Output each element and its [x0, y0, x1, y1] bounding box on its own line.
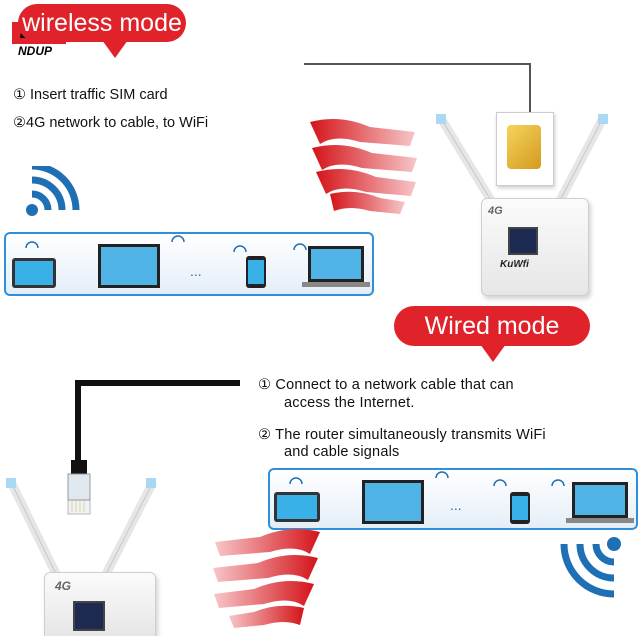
router-brand: KuWfi: [500, 259, 529, 270]
signal-waves-icon: [213, 528, 320, 628]
wired-step-2-line-2: and cable signals: [284, 444, 400, 460]
sim-chip-icon: [507, 125, 541, 169]
sim-card: [496, 112, 554, 186]
router-antennas-top: [436, 114, 608, 217]
wireless-mode-title: wireless mode: [22, 9, 182, 37]
devices-icon-group-bottom: ...: [274, 471, 634, 524]
wired-step-1-line-2: access the Internet.: [284, 395, 415, 411]
laptop-icon: [551, 479, 634, 523]
wireless-mode-banner: wireless mode: [18, 4, 186, 58]
wired-step-1-line-1: ① Connect to a network cable that can: [258, 377, 514, 393]
phone-icon: [493, 479, 530, 524]
router-lte-label: 4G: [488, 205, 503, 217]
wireless-step-2: ②4G network to cable, to WiFi: [13, 115, 209, 131]
wired-step-2-line-1: ② The router simultaneously transmits Wi…: [258, 427, 546, 443]
monitor-icon: [362, 471, 449, 524]
laptop-icon: [293, 243, 370, 287]
signal-waves-icon: [310, 118, 417, 214]
router-lte-label: 4G: [55, 579, 72, 593]
wifi-signal-icon: [560, 537, 621, 598]
device-strip-top: ...: [4, 232, 374, 296]
router-screen: [508, 227, 538, 255]
phone-icon: [233, 245, 266, 288]
wired-mode-banner: Wired mode: [394, 306, 590, 362]
router-antennas-bottom: [6, 478, 157, 583]
tablet-icon: [274, 477, 320, 522]
devices-icon-group-top: ...: [12, 235, 370, 288]
router-top: 4G KuWfi: [481, 198, 589, 296]
wired-mode-title: Wired mode: [424, 312, 560, 340]
logo-text: NDUP: [18, 44, 53, 58]
tablet-icon: [12, 241, 56, 288]
wireless-step-1: ① Insert traffic SIM card: [13, 87, 168, 103]
strip-dots: ...: [450, 497, 462, 513]
ethernet-plug-icon: [67, 460, 91, 515]
wifi-signal-icon: [26, 166, 80, 216]
device-strip-bottom: ...: [268, 468, 638, 530]
strip-dots: ...: [190, 263, 202, 279]
router-bottom: 4G: [44, 572, 156, 636]
monitor-icon: [98, 235, 185, 288]
router-screen: [73, 601, 105, 631]
